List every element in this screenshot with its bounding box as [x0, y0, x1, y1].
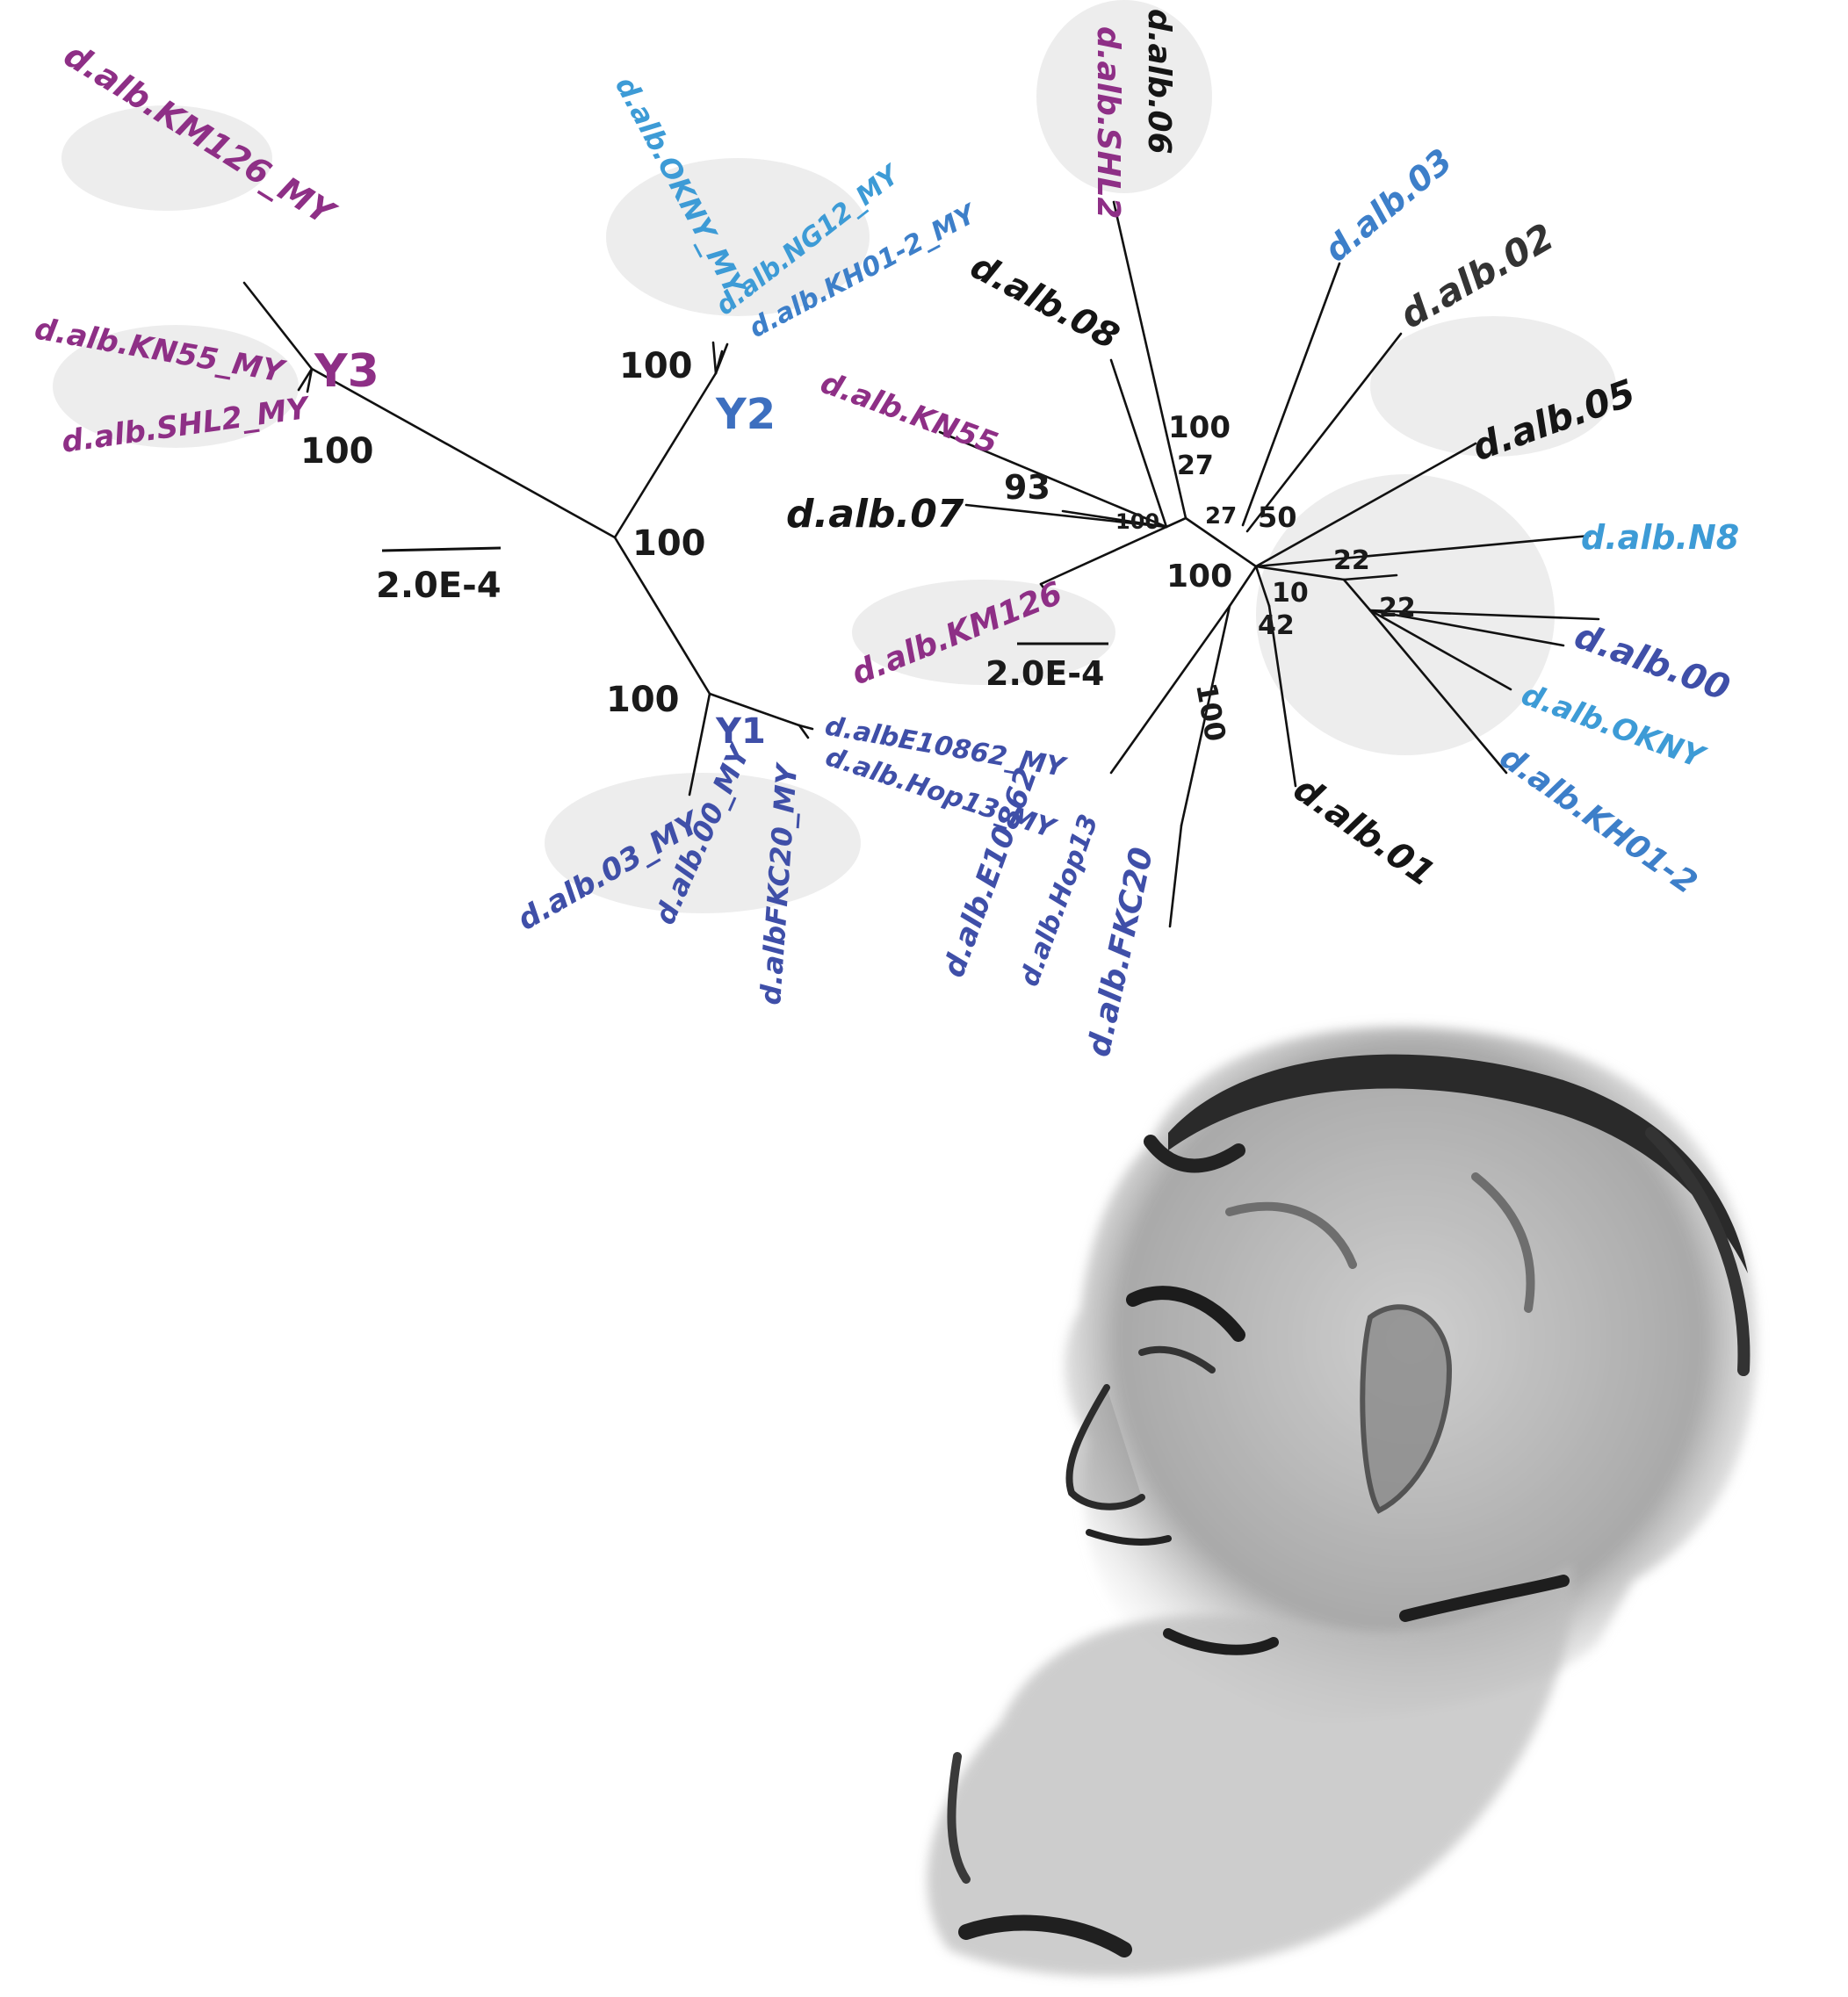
scale-bar-label: 2.0E-4	[376, 566, 502, 606]
bootstrap-y2: 100	[619, 346, 693, 386]
background-smudges	[53, 0, 1616, 913]
leaf-alb08: d.alb.08	[964, 246, 1125, 357]
clade-label-y1: Y1	[715, 711, 766, 752]
bootstrap-100b: 100	[1115, 509, 1159, 534]
leaf-alb01: d.alb.01	[1286, 769, 1441, 895]
leaf-alb03: d.alb.03	[1317, 141, 1460, 270]
tree-1-clade-labels: Y3 Y2 Y1	[314, 345, 776, 752]
portrait-beard	[928, 1563, 1573, 1977]
bootstrap-100c: 100	[1166, 559, 1232, 595]
leaf-alb00: d.alb.00	[1570, 616, 1736, 709]
leaf-alb07: d.alb.07	[786, 492, 964, 537]
bootstrap-22a: 22	[1333, 545, 1370, 576]
leaf-shl2: d.alb.SHL2	[1090, 26, 1126, 220]
bootstrap-93: 93	[1004, 468, 1050, 507]
bootstrap-y3: 100	[300, 431, 374, 472]
tree-1-bootstrap-values: 100 100 100 100	[300, 346, 706, 720]
bootstrap-22b: 22	[1379, 593, 1416, 624]
leaf-alb06: d.alb.06	[1141, 9, 1177, 155]
bootstrap-27b: 27	[1205, 503, 1237, 530]
clade-label-y2: Y2	[715, 390, 776, 439]
tree-2: 2.0E-4 100 27 27 50 22 22 93 100 100 10 …	[786, 9, 1739, 1060]
bootstrap-10: 10	[1272, 578, 1309, 609]
scale-bar-label-2: 2.0E-4	[985, 654, 1105, 693]
portrait-sketch	[928, 1027, 1758, 1977]
bootstrap-50: 50	[1258, 501, 1297, 534]
leaf-fkc20: d.alb.FKC20	[1081, 844, 1160, 1059]
bootstrap-42: 42	[1258, 610, 1295, 641]
leaf-kn55: d.alb.KN55	[816, 365, 1002, 462]
bootstrap-27a: 27	[1177, 451, 1214, 481]
bootstrap-100a: 100	[1168, 410, 1231, 445]
tree-1-scale-bar: 2.0E-4	[376, 548, 502, 606]
bootstrap-100d: 100	[1189, 681, 1232, 744]
tree-2-leaf-labels: d.alb.SHL2 d.alb.06 d.alb.08 d.alb.03 d.…	[786, 9, 1739, 1060]
bootstrap-root: 100	[632, 523, 706, 564]
clade-label-y3: Y3	[314, 345, 379, 398]
bootstrap-y1: 100	[606, 680, 680, 720]
leaf-n8: d.alb.N8	[1581, 518, 1739, 557]
